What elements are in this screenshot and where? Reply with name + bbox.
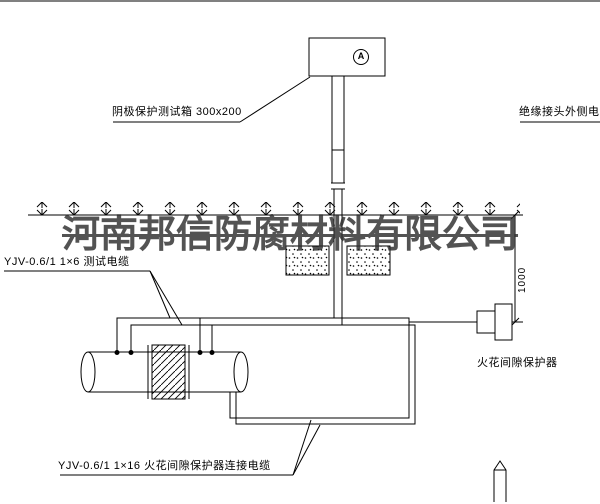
- ground-line: [28, 202, 523, 216]
- leader-lines: [4, 76, 600, 476]
- concrete-blocks: [285, 245, 391, 276]
- test-cable-label: YJV-0.6/1 1×6 测试电缆: [4, 256, 130, 268]
- ammeter-symbol-label: A: [357, 51, 365, 61]
- spark-gap-label: 火花间隙保护器: [477, 357, 558, 369]
- outer-cable-label: 绝缘接头外侧电缆: [519, 106, 600, 118]
- connection-cable-label: YJV-0.6/1 1×16 火花间隙保护器连接电缆: [58, 460, 271, 472]
- dimension-1000-label: 1000: [517, 266, 528, 293]
- company-watermark: 河南邦信防腐材料有限公司: [62, 214, 519, 256]
- test-box-label: 阴极保护测试箱 300x200: [112, 106, 242, 118]
- electrode-symbol: [493, 460, 507, 502]
- pipeline: [80, 344, 249, 400]
- spark-gap-protector: [476, 303, 513, 341]
- cable-weld-points: [114, 350, 215, 355]
- cable-routing: [116, 290, 477, 425]
- test-box: [308, 37, 386, 77]
